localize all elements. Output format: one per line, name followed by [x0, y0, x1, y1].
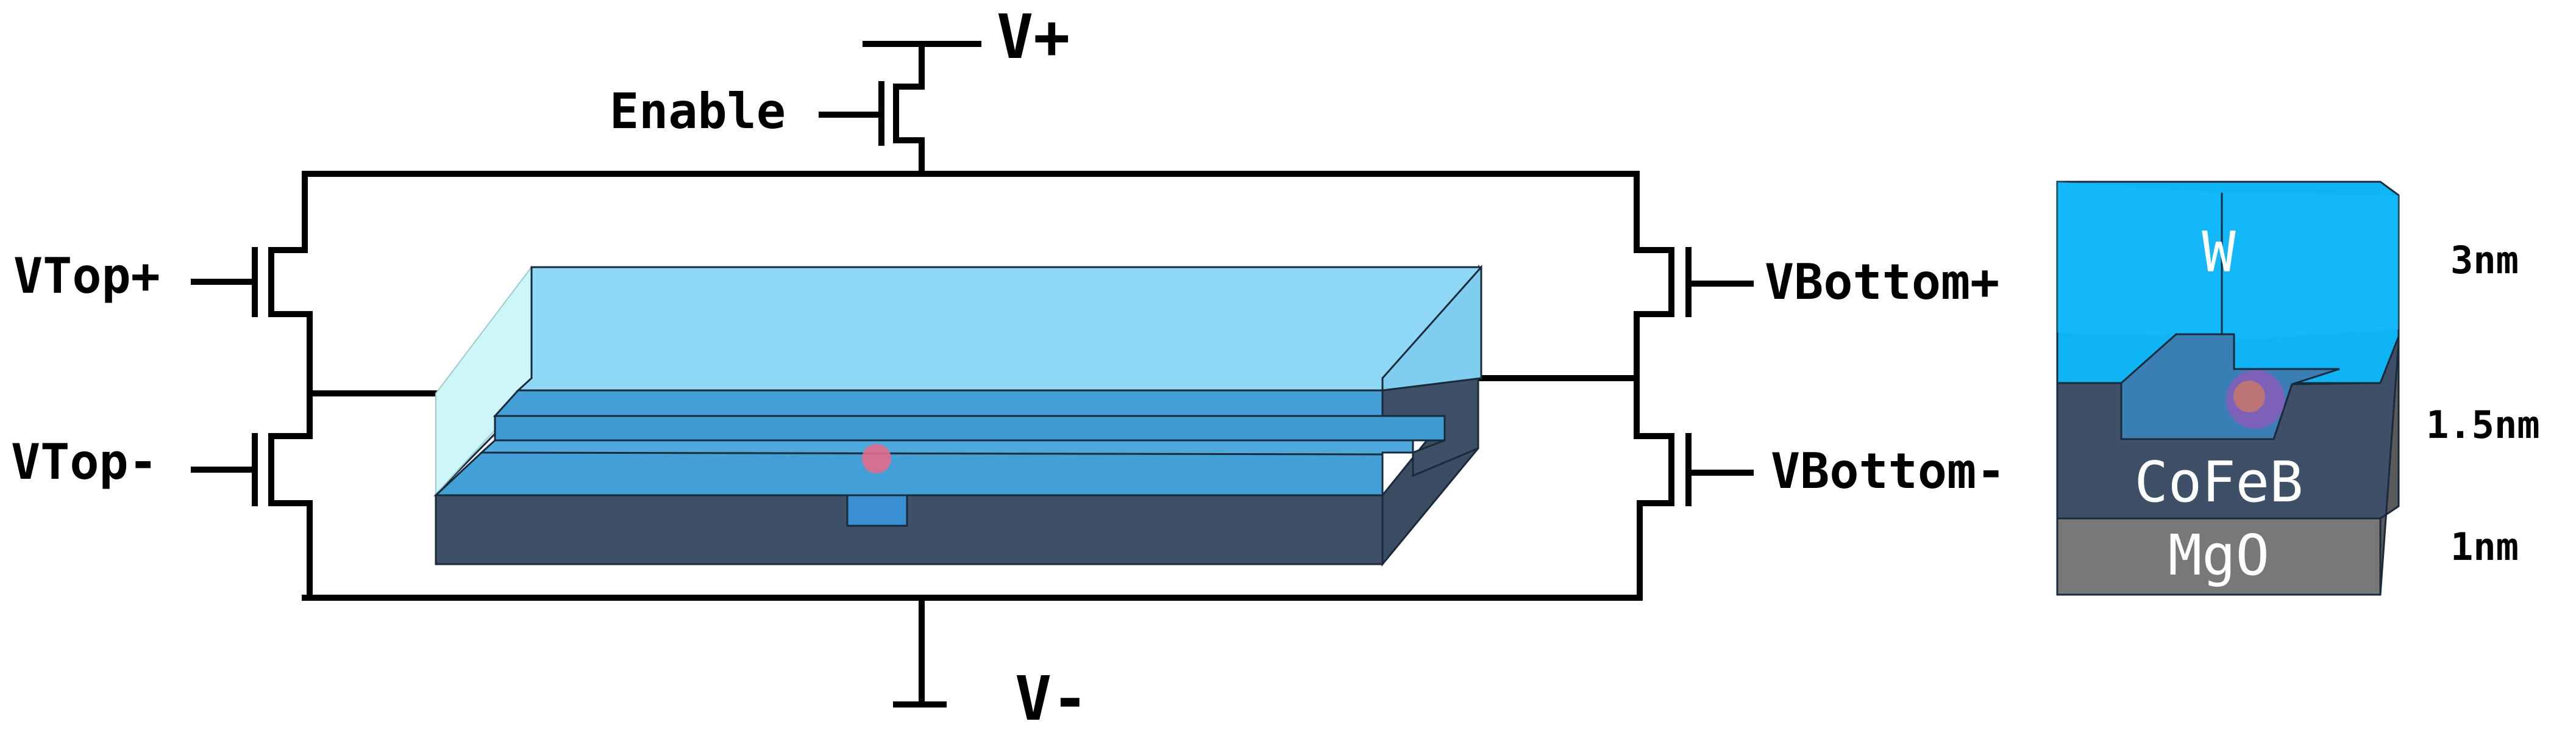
- track-upper-step: [494, 415, 1446, 442]
- stack-mgo-thickness: 1nm: [2450, 525, 2519, 569]
- track-w-top: [516, 266, 1482, 392]
- vtop-plus-label: VTop+: [13, 248, 160, 304]
- layer-stack: W CoFeB MgO 3nm 1.5nm 1nm: [2056, 181, 2540, 596]
- stack-mgo-label: MgO: [2168, 523, 2269, 588]
- left-upper-leg: [268, 171, 313, 601]
- circuit-labels: V+ Enable VTop+ VTop- VBottom+ VBottom- …: [11, 1, 2005, 734]
- stack-w-thickness: 3nm: [2450, 238, 2519, 282]
- track-notch-front: [846, 494, 908, 527]
- track-w-side: [1381, 265, 1482, 392]
- vbottom-plus-label: VBottom+: [1765, 254, 1999, 310]
- stack-w-back: [2057, 182, 2399, 339]
- stack-skyrmion-highlight: [2233, 381, 2265, 412]
- circuit-wiring: [191, 41, 1754, 708]
- stack-mgo-side: [2379, 341, 2400, 595]
- stack-cofeb-label: CoFeB: [2135, 450, 2304, 515]
- skyrmion: [862, 444, 891, 473]
- track-base-front: [435, 494, 1384, 565]
- enable-transistor-drain: [893, 41, 925, 177]
- vtop-minus-label: VTop-: [11, 434, 158, 490]
- stack-cofeb-thickness: 1.5nm: [2426, 403, 2540, 447]
- enable-label: Enable: [610, 83, 786, 140]
- right-upper-leg: [1634, 171, 1674, 601]
- track-top-ledge: [493, 389, 1385, 417]
- track-mid-step: [479, 439, 1414, 456]
- stack-w-label: W: [2202, 220, 2236, 285]
- racetrack-device: [433, 264, 1482, 567]
- v-minus-label: V-: [1015, 663, 1088, 734]
- v-plus-label: V+: [997, 1, 1070, 73]
- vbottom-minus-label: VBottom-: [1771, 443, 2005, 500]
